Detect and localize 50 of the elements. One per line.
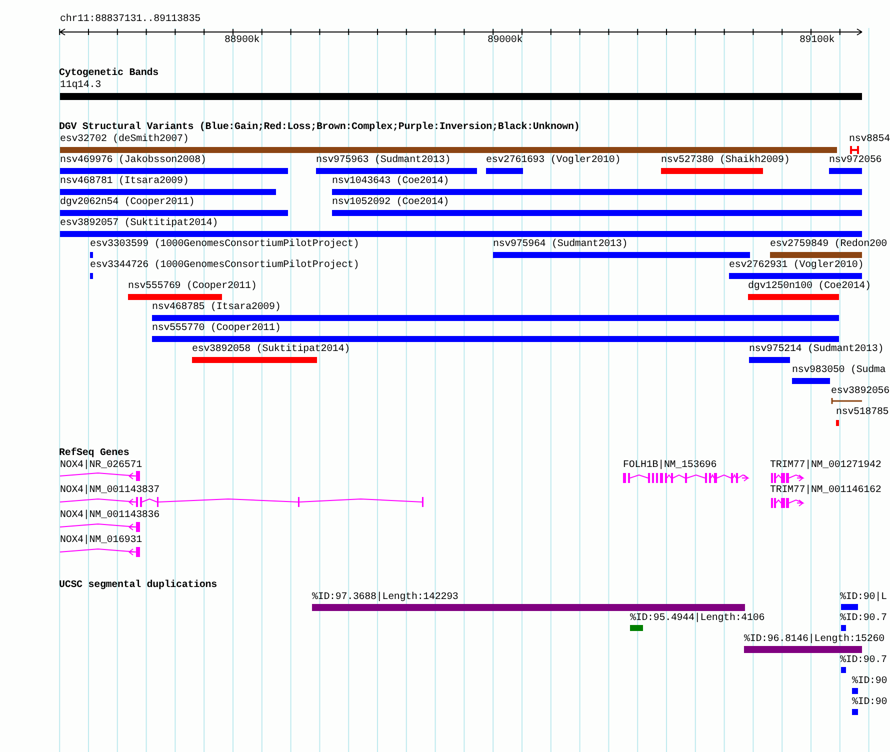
feature-label: nsv518785 bbox=[836, 407, 889, 419]
feature-label: esv32702 (deSmith2007) bbox=[60, 134, 189, 146]
feature-label: nsv8854 bbox=[849, 134, 890, 146]
feature-label: NOX4|NM_001143836 bbox=[60, 510, 160, 522]
feature-label: esv3344726 (1000GenomesConsortiumPilotProject) bbox=[90, 260, 360, 272]
feature-label: nsv527380 (Shaikh2009) bbox=[661, 155, 790, 167]
feature-label: nsv1043643 (Coe2014) bbox=[332, 176, 450, 188]
axis-tick-label: 89100k bbox=[799, 35, 835, 47]
feature-label: chr11:88837131..89113835 bbox=[60, 14, 200, 26]
feature-label: %ID:96.8146|Length:15260 bbox=[744, 634, 884, 646]
feature-label: esv3892058 (Suktitipat2014) bbox=[192, 344, 350, 356]
feature-label: esv2762931 (Vogler2010) bbox=[729, 260, 864, 272]
feature-label: %ID:90 bbox=[852, 697, 888, 709]
feature-label: nsv468785 (Itsara2009) bbox=[152, 302, 281, 314]
feature-label: %ID:90.7 bbox=[840, 655, 887, 667]
feature-label: FOLH1B|NM_153696 bbox=[623, 460, 717, 472]
feature-label: NOX4|NR_026571 bbox=[60, 460, 142, 472]
feature-label: nsv975963 (Sudmant2013) bbox=[316, 155, 451, 167]
track-title: UCSC segmental duplications bbox=[59, 580, 217, 592]
feature-label: nsv983050 (Sudma bbox=[792, 365, 886, 377]
feature-label: %ID:95.4944|Length:4106 bbox=[630, 613, 765, 625]
feature-label: TRIM77|NM_001271942 bbox=[770, 460, 882, 472]
feature-label: %ID:97.3688|Length:142293 bbox=[312, 592, 458, 604]
feature-label: %ID:90.7 bbox=[840, 613, 887, 625]
feature-label: nsv1052092 (Coe2014) bbox=[332, 197, 450, 209]
axis-tick-label: 88900k bbox=[224, 35, 260, 47]
feature-label: 11q14.3 bbox=[60, 80, 101, 92]
feature-label: dgv1250n100 (Coe2014) bbox=[748, 281, 871, 293]
feature-label: nsv469976 (Jakobsson2008) bbox=[60, 155, 206, 167]
track-title: DGV Structural Variants (Blue:Gain;Red:Loss;Brown:Complex;Purple:Inversion;Black:Unknown) bbox=[59, 122, 580, 134]
feature-label: TRIM77|NM_001146162 bbox=[770, 485, 882, 497]
feature-label: nsv975214 (Sudmant2013) bbox=[749, 344, 884, 356]
feature-label: esv3892056 bbox=[831, 386, 890, 398]
feature-label: NOX4|NM_001143837 bbox=[60, 485, 160, 497]
feature-label: esv3892057 (Suktitipat2014) bbox=[60, 218, 218, 230]
track-title: Cytogenetic Bands bbox=[59, 68, 158, 80]
feature-label: %ID:90 bbox=[852, 676, 888, 688]
feature-label: esv3303599 (1000GenomesConsortiumPilotProject) bbox=[90, 239, 360, 251]
feature-label: nsv468781 (Itsara2009) bbox=[60, 176, 189, 188]
feature-label: dgv2062n54 (Cooper2011) bbox=[60, 197, 195, 209]
feature-label: nsv975964 (Sudmant2013) bbox=[493, 239, 628, 251]
feature-label: nsv555770 (Cooper2011) bbox=[152, 323, 281, 335]
axis-tick-label: 89000k bbox=[487, 35, 523, 47]
feature-label: nsv555769 (Cooper2011) bbox=[128, 281, 257, 293]
feature-label: esv2759849 (Redon200 bbox=[770, 239, 888, 251]
feature-label: nsv972056 bbox=[829, 155, 882, 167]
feature-label: NOX4|NM_016931 bbox=[60, 535, 142, 547]
track-title: RefSeq Genes bbox=[59, 448, 130, 460]
feature-label: esv2761693 (Vogler2010) bbox=[486, 155, 621, 167]
feature-label: %ID:90|L bbox=[840, 592, 887, 604]
